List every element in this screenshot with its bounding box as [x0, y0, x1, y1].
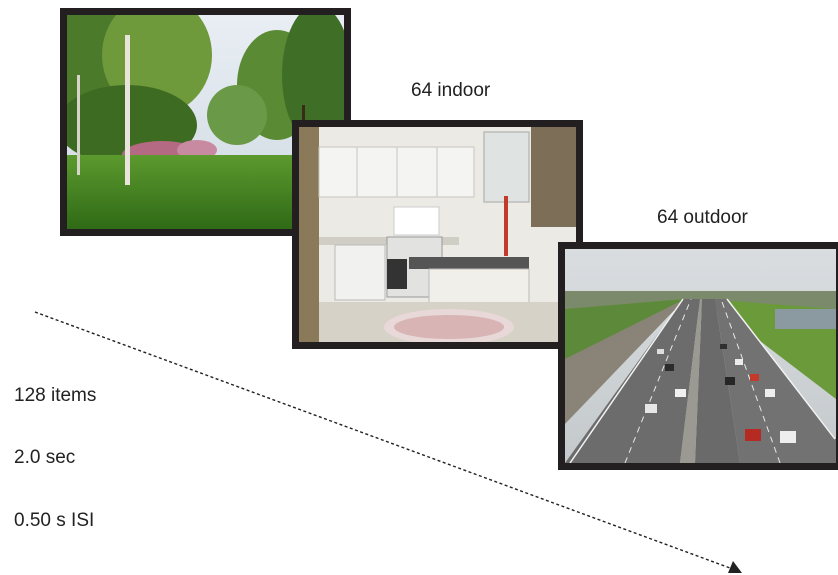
indoor-label: 64 indoor [411, 80, 491, 101]
isi-label: 0.50 s ISI [14, 510, 95, 531]
outdoor-highway-image [558, 242, 838, 470]
duration-label: 2.0 sec [14, 447, 76, 468]
items-label: 128 items [14, 385, 97, 406]
outdoor-label: 64 outdoor [657, 207, 748, 228]
indoor-kitchen-image [292, 120, 583, 349]
